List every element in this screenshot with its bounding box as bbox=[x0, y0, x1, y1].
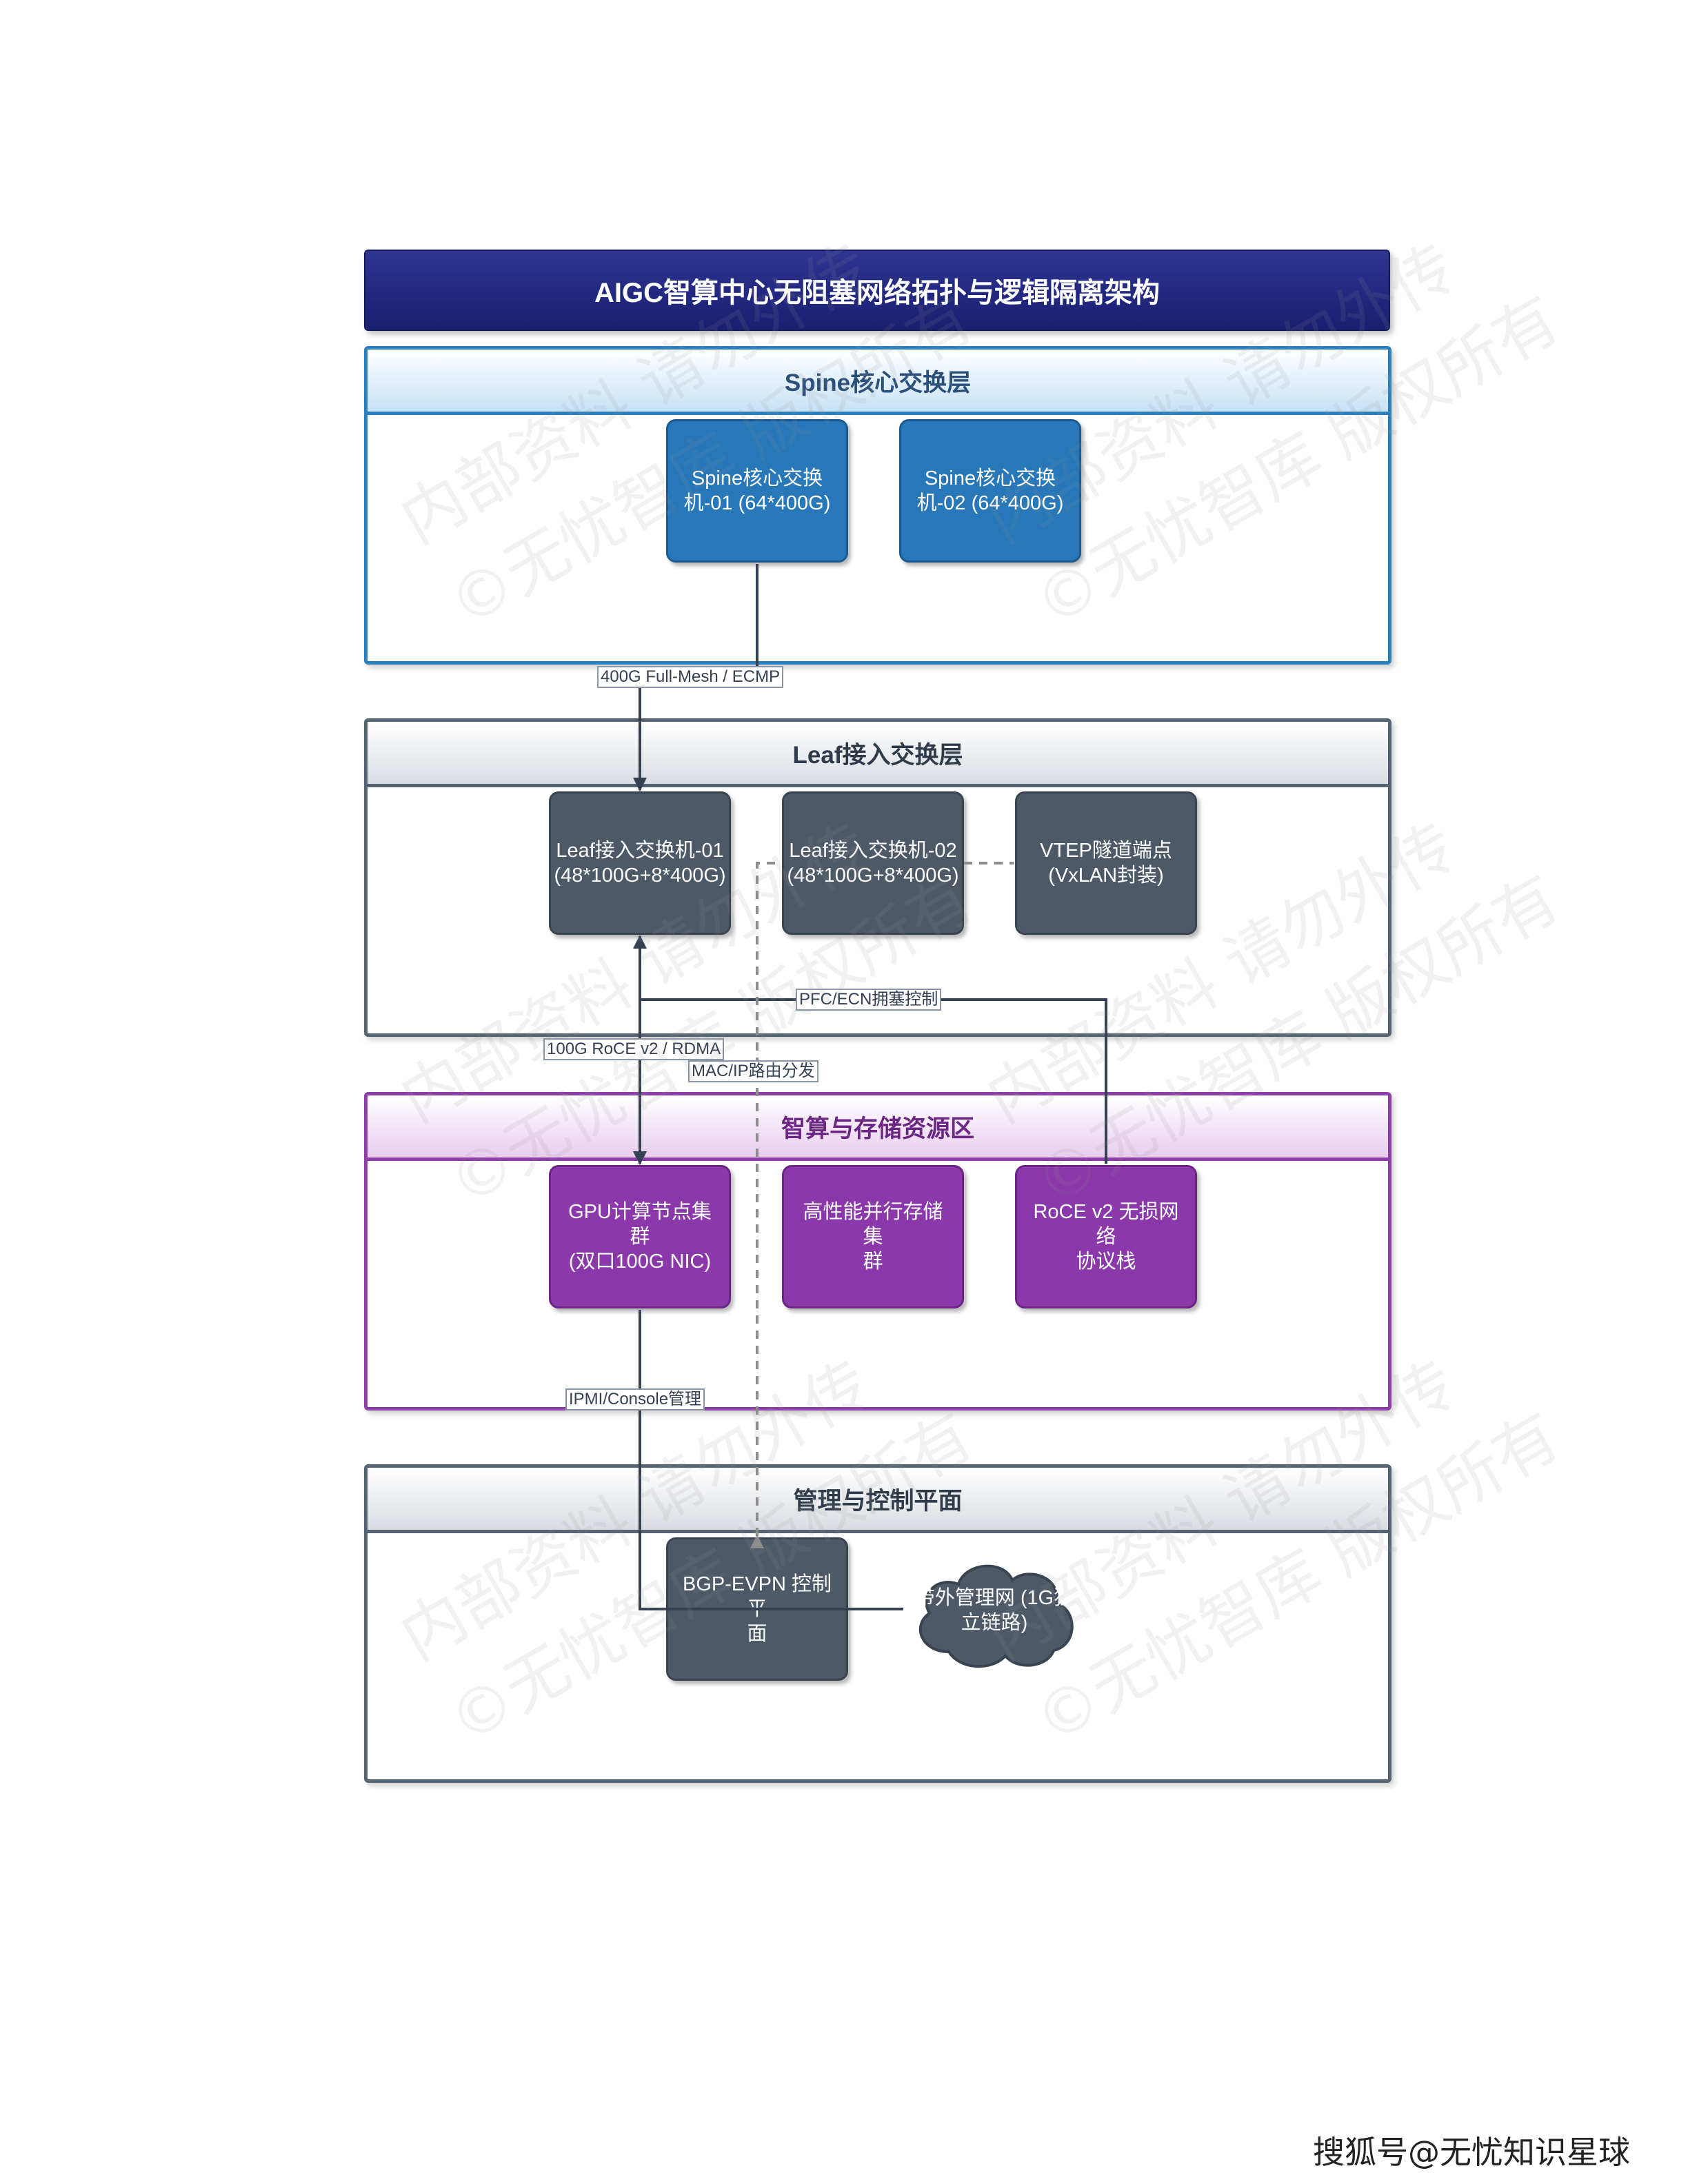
node-label-line: 面 bbox=[747, 1623, 767, 1645]
spine-switch-01[interactable]: Spine核心交换机-01 (64*400G) bbox=[666, 419, 848, 563]
node-label-line: 协议栈 bbox=[1076, 1251, 1136, 1273]
oob-management-network[interactable]: 带外管理网 (1G独立链路) bbox=[901, 1541, 1088, 1679]
leaf-switch-01[interactable]: Leaf接入交换机-01 (48*100G+8*400G) bbox=[549, 791, 731, 935]
compute-layer-header: 智算与存储资源区 bbox=[368, 1095, 1388, 1161]
leaf-switch-02[interactable]: Leaf接入交换机-02 (48*100G+8*400G) bbox=[782, 791, 964, 935]
node-label-line: Leaf接入交换机-01 bbox=[556, 840, 724, 862]
node-label-line: (VxLAN封装) bbox=[1048, 865, 1164, 887]
node-label-line: (48*100G+8*400G) bbox=[787, 865, 959, 887]
edge-label-spine-leaf: 400G Full-Mesh / ECMP bbox=[597, 666, 784, 688]
edge-label-mac-ip: MAC/IP路由分发 bbox=[688, 1060, 818, 1082]
parallel-storage-cluster[interactable]: 高性能并行存储集群 bbox=[782, 1165, 964, 1308]
footer-credit: 搜狐号@无忧知识星球 bbox=[1313, 2134, 1630, 2171]
diagram-title: AIGC智算中心无阻塞网络拓扑与逻辑隔离架构 bbox=[364, 250, 1390, 331]
bgp-evpn-control-plane[interactable]: BGP-EVPN 控制平面 bbox=[666, 1537, 848, 1681]
gpu-compute-cluster[interactable]: GPU计算节点集群 (双口100G NIC) bbox=[549, 1165, 731, 1308]
edge-label-pfc-ecn: PFC/ECN拥塞控制 bbox=[796, 989, 942, 1011]
edge-label-roce-rdma: 100G RoCE v2 / RDMA bbox=[543, 1038, 725, 1060]
node-label-line: 机-02 (64*400G) bbox=[916, 492, 1064, 514]
node-label-line: Leaf接入交换机-02 bbox=[789, 840, 957, 862]
spine-switch-02[interactable]: Spine核心交换机-02 (64*400G) bbox=[899, 419, 1081, 563]
node-label-line: BGP-EVPN 控制平 bbox=[683, 1573, 832, 1620]
node-label-line: (48*100G+8*400G) bbox=[554, 865, 726, 887]
node-label-line: 群 bbox=[863, 1251, 883, 1273]
node-label-line: GPU计算节点集群 bbox=[568, 1201, 712, 1248]
management-layer-header: 管理与控制平面 bbox=[368, 1468, 1388, 1533]
cloud-label-line: 立链路) bbox=[961, 1612, 1028, 1634]
node-label-line: 机-01 (64*400G) bbox=[683, 492, 831, 514]
leaf-layer-header: Leaf接入交换层 bbox=[368, 722, 1388, 787]
edge-label-ipmi: IPMI/Console管理 bbox=[565, 1388, 705, 1410]
node-label-line: RoCE v2 无损网络 bbox=[1033, 1201, 1179, 1248]
node-label-line: VTEP隧道端点 bbox=[1040, 840, 1172, 862]
spine-layer: Spine核心交换层 bbox=[364, 346, 1391, 665]
spine-layer-header: Spine核心交换层 bbox=[368, 350, 1388, 415]
node-label-line: Spine核心交换 bbox=[691, 467, 823, 489]
node-label-line: (双口100G NIC) bbox=[568, 1251, 712, 1273]
cloud-label-line: 带外管理网 (1G独 bbox=[914, 1587, 1074, 1609]
management-layer: 管理与控制平面 bbox=[364, 1464, 1391, 1783]
node-label-line: 高性能并行存储集 bbox=[803, 1201, 943, 1248]
cloud-icon bbox=[918, 1564, 1074, 1668]
roce-v2-protocol-stack[interactable]: RoCE v2 无损网络协议栈 bbox=[1015, 1165, 1197, 1308]
vtep-tunnel-endpoint[interactable]: VTEP隧道端点 (VxLAN封装) bbox=[1015, 791, 1197, 935]
node-label-line: Spine核心交换 bbox=[924, 467, 1056, 489]
